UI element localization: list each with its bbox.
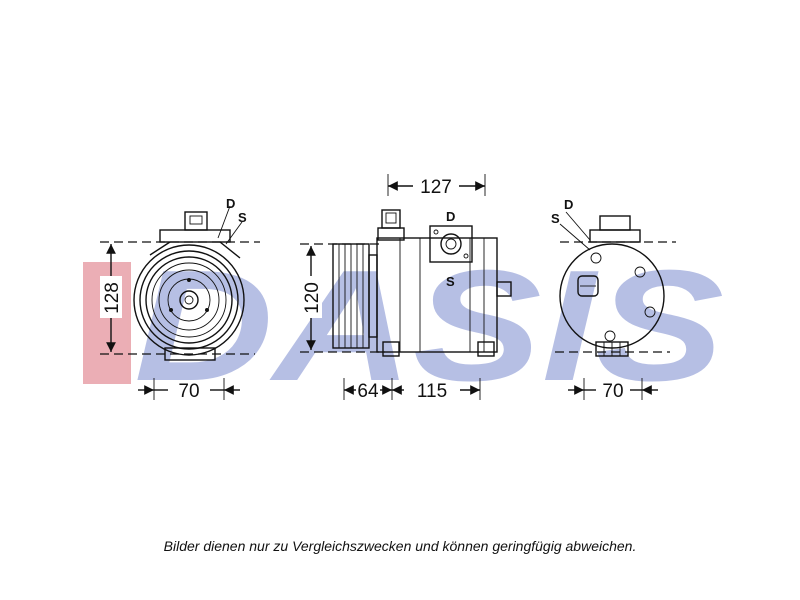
front-label-s: S (238, 210, 247, 225)
rear-label-s: S (551, 211, 560, 226)
side-top-dim: 127 (420, 177, 452, 198)
side-view: D S 127 120 64 115 (300, 174, 512, 402)
side-height-dim: 120 (302, 282, 323, 314)
side-label-d: D (446, 209, 455, 224)
watermark-text: DASIS (134, 238, 724, 414)
front-height-dim: 128 (102, 282, 123, 314)
front-width-dim: 70 (178, 381, 199, 402)
side-label-s: S (446, 274, 455, 289)
front-label-d: D (226, 196, 235, 211)
side-right-dim: 115 (417, 381, 447, 402)
side-left-dim: 64 (357, 381, 379, 402)
watermark-logo: DASIS (83, 238, 724, 414)
rear-width-dim: 70 (602, 381, 623, 402)
rear-label-d: D (564, 197, 573, 212)
front-view: D S 128 70 (100, 196, 260, 402)
disclaimer-caption: Bilder dienen nur zu Vergleichszwecken u… (163, 538, 637, 554)
rear-view: D S 70 (551, 197, 676, 402)
